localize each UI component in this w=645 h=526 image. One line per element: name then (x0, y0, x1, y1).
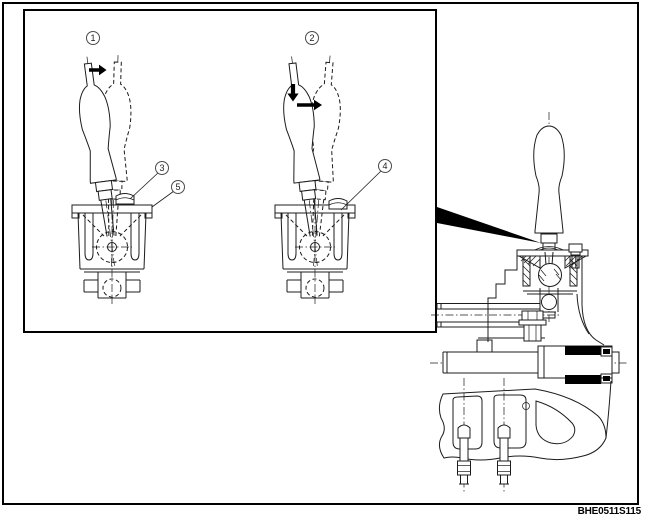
mounting-stud (457, 377, 471, 493)
inset-panel-2 (274, 53, 382, 305)
output-shaft (442, 345, 620, 384)
panel-label-1-text: 1 (90, 32, 96, 43)
figure-code: BHE0511S115 (577, 506, 642, 517)
callout-4-text: 4 (382, 160, 388, 171)
callout-4: 4 (378, 159, 392, 173)
pivot-ball (538, 263, 562, 287)
panel-label-2: 2 (305, 31, 319, 45)
shift-knob (533, 125, 565, 253)
flange-bolt (518, 310, 547, 342)
callout-5-leader (151, 190, 175, 208)
callout-3-text: 3 (159, 162, 165, 173)
detent-pin (115, 193, 135, 205)
down-arrow (287, 84, 299, 102)
inset-panel-1 (71, 54, 175, 305)
plate-bolt (568, 243, 583, 269)
right-arrow (89, 64, 107, 76)
drain-hole (522, 402, 530, 410)
callout-5-text: 5 (175, 181, 181, 192)
main-assembly-drawing (430, 112, 628, 493)
callout-4-leader (340, 170, 382, 211)
right-arrow (297, 99, 322, 111)
callout-5: 5 (171, 180, 185, 194)
detail-pointer-wedge (437, 207, 541, 243)
callout-3: 3 (155, 161, 169, 175)
panel-label-1: 1 (86, 31, 100, 45)
callout-3-leader (129, 171, 160, 200)
link-ball-socket (539, 288, 559, 319)
panel-label-2-text: 2 (309, 32, 315, 43)
transmission-housing (438, 377, 612, 493)
detent-pin (328, 198, 348, 210)
